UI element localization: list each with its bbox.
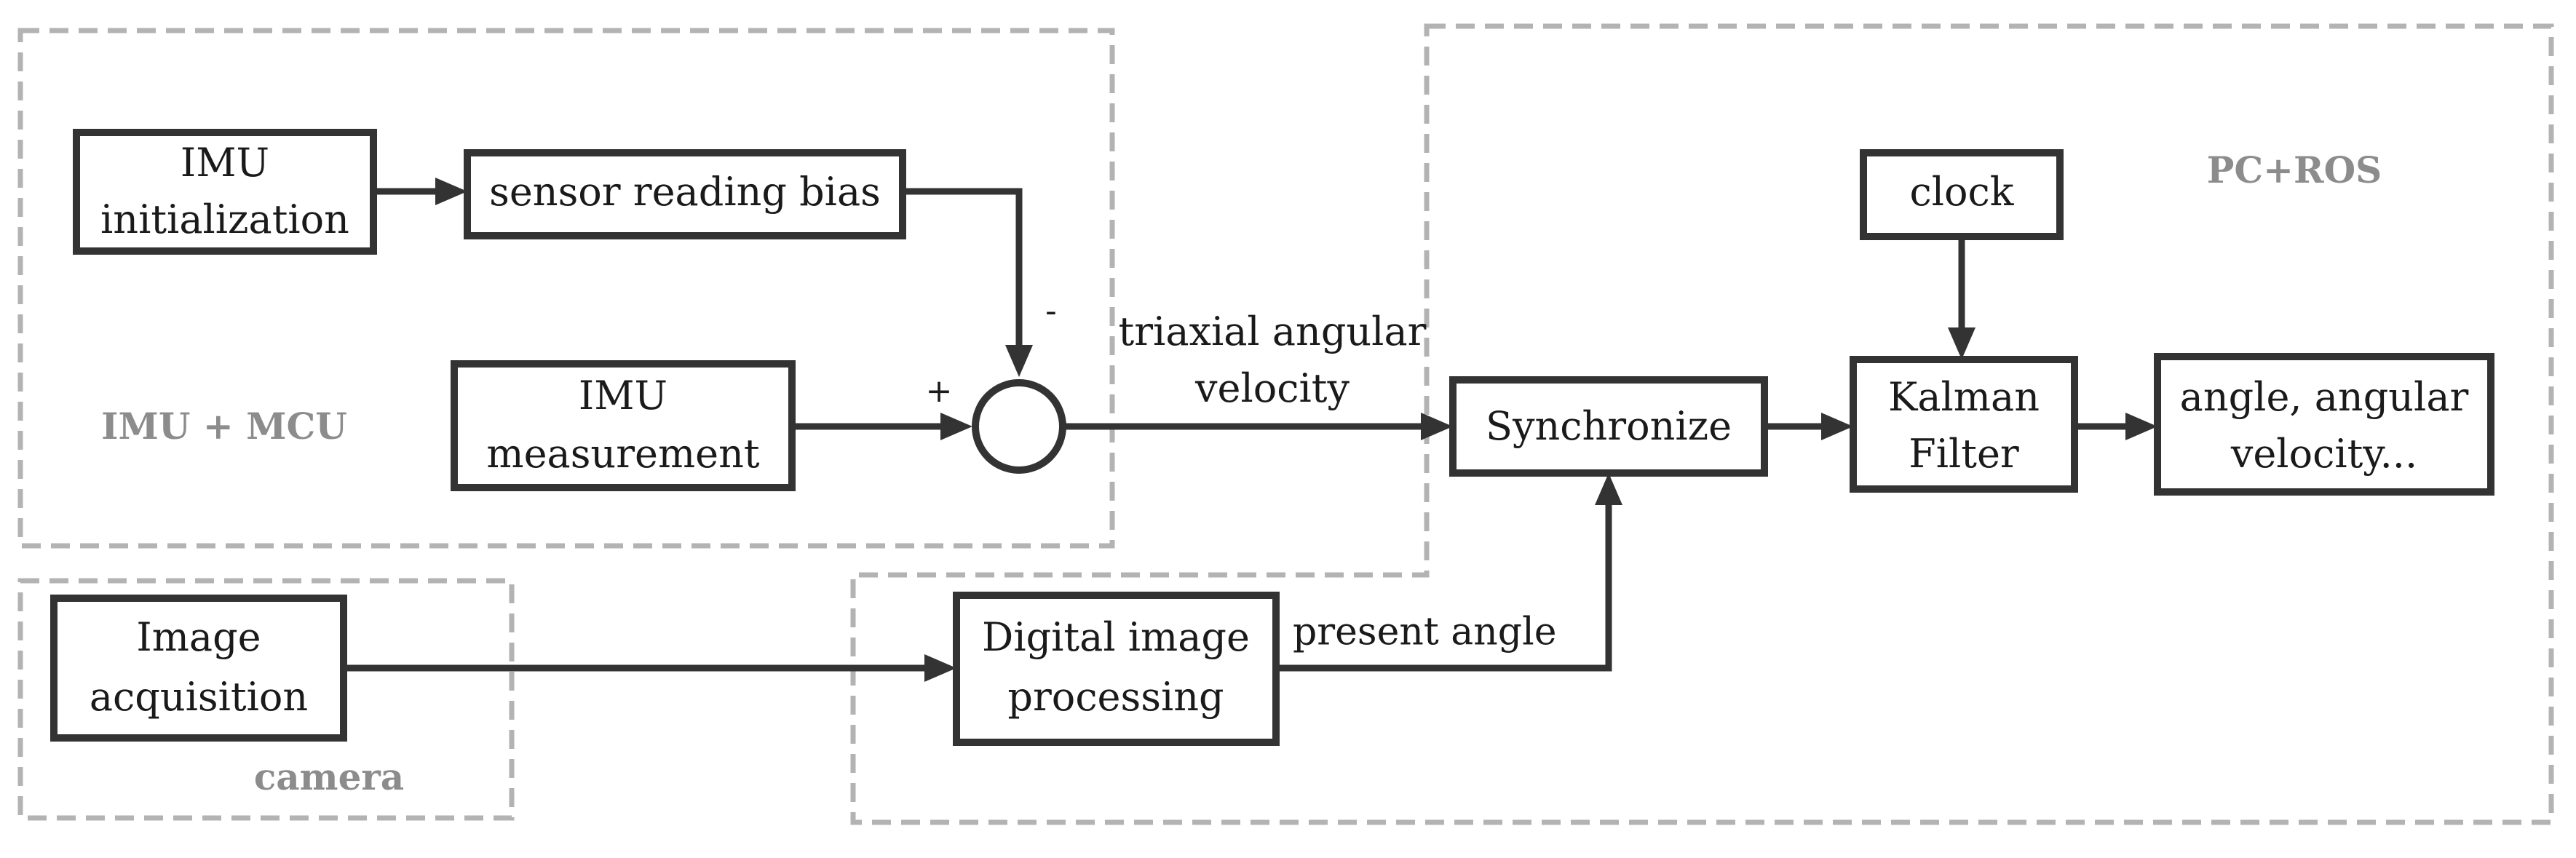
arrowhead-sum-to-synchronize (1421, 413, 1453, 440)
wire-bias-to-sum (903, 188, 1023, 348)
arrowhead-processing-to-synchronize (1595, 473, 1622, 505)
group-pc-ros-border (850, 23, 2554, 825)
arrowhead-synchronize-to-kalman (1821, 413, 1853, 440)
block-image-acquisition-line1: Image (136, 614, 261, 660)
arrowhead-clock-to-kalman (1948, 327, 1975, 360)
block-imu-initialization: IMU initialization (73, 129, 377, 255)
block-digital-image-processing-line2: processing (1007, 674, 1224, 720)
summing-junction-circle (972, 379, 1066, 474)
block-output: angle, angular velocity... (2154, 353, 2494, 496)
block-image-acquisition-line2: acquisition (90, 674, 308, 720)
block-clock-border (1860, 149, 2064, 240)
block-synchronize-text: Synchronize (1486, 403, 1732, 449)
group-imu-mcu-border (17, 28, 1115, 549)
block-clock: clock (1860, 149, 2064, 240)
group-imu-mcu-label: IMU + MCU (101, 405, 347, 448)
arrowhead-kalman-to-output (2125, 413, 2157, 440)
summing-junction: - + (926, 293, 1066, 474)
block-sensor-reading-bias-text: sensor reading bias (489, 169, 881, 215)
block-imu-measurement: IMU measurement (451, 360, 796, 491)
block-kalman-filter-line1: Kalman (1888, 374, 2040, 420)
block-digital-image-processing-line1: Digital image (982, 614, 1250, 660)
wire-processing-to-synchronize (1276, 502, 1612, 672)
arrowhead-measurement-to-sum (940, 413, 972, 440)
block-kalman-filter: Kalman Filter (1850, 356, 2078, 493)
block-sensor-reading-bias-border (464, 149, 906, 239)
arrowhead-init-to-bias (435, 178, 467, 205)
group-camera-label: camera (254, 755, 404, 798)
signal-labels: triaxial angular velocity present angle (1119, 309, 1557, 654)
group-pc-ros-label: PC+ROS (2207, 148, 2382, 191)
block-kalman-filter-border (1850, 356, 2078, 493)
group-imu-mcu: IMU + MCU (17, 28, 1115, 549)
present-angle-label: present angle (1293, 611, 1556, 654)
block-output-line1: angle, angular (2180, 374, 2469, 420)
group-camera-border (17, 578, 515, 821)
block-imu-initialization-line2: initialization (100, 196, 349, 242)
connections (344, 178, 2157, 682)
block-synchronize: Synchronize (1449, 376, 1768, 477)
arrowhead-bias-to-sum (1005, 345, 1033, 377)
block-image-acquisition: Image acquisition (50, 595, 347, 742)
plus-sign: + (926, 373, 953, 410)
group-pc-ros: PC+ROS (850, 23, 2554, 825)
block-imu-measurement-border (451, 360, 796, 491)
arrowhead-acquisition-to-processing (924, 654, 956, 682)
block-sensor-reading-bias: sensor reading bias (464, 149, 906, 239)
block-clock-text: clock (1910, 169, 2015, 215)
block-imu-initialization-line1: IMU (181, 140, 269, 186)
block-imu-measurement-line1: IMU (579, 373, 667, 418)
block-imu-measurement-line2: measurement (486, 431, 760, 477)
group-camera: camera (17, 578, 515, 821)
block-output-line2: velocity... (2230, 431, 2417, 477)
triaxial-angular-velocity-label-line2: velocity (1194, 365, 1350, 411)
block-kalman-filter-line2: Filter (1909, 431, 2019, 477)
minus-sign: - (1045, 293, 1057, 330)
block-output-border (2154, 353, 2494, 496)
triaxial-angular-velocity-label-line1: triaxial angular (1119, 309, 1427, 354)
block-image-acquisition-border (50, 595, 347, 742)
block-digital-image-processing-border (953, 592, 1280, 746)
block-synchronize-border (1449, 376, 1768, 477)
block-imu-initialization-border (73, 129, 377, 255)
block-digital-image-processing: Digital image processing (953, 592, 1280, 746)
